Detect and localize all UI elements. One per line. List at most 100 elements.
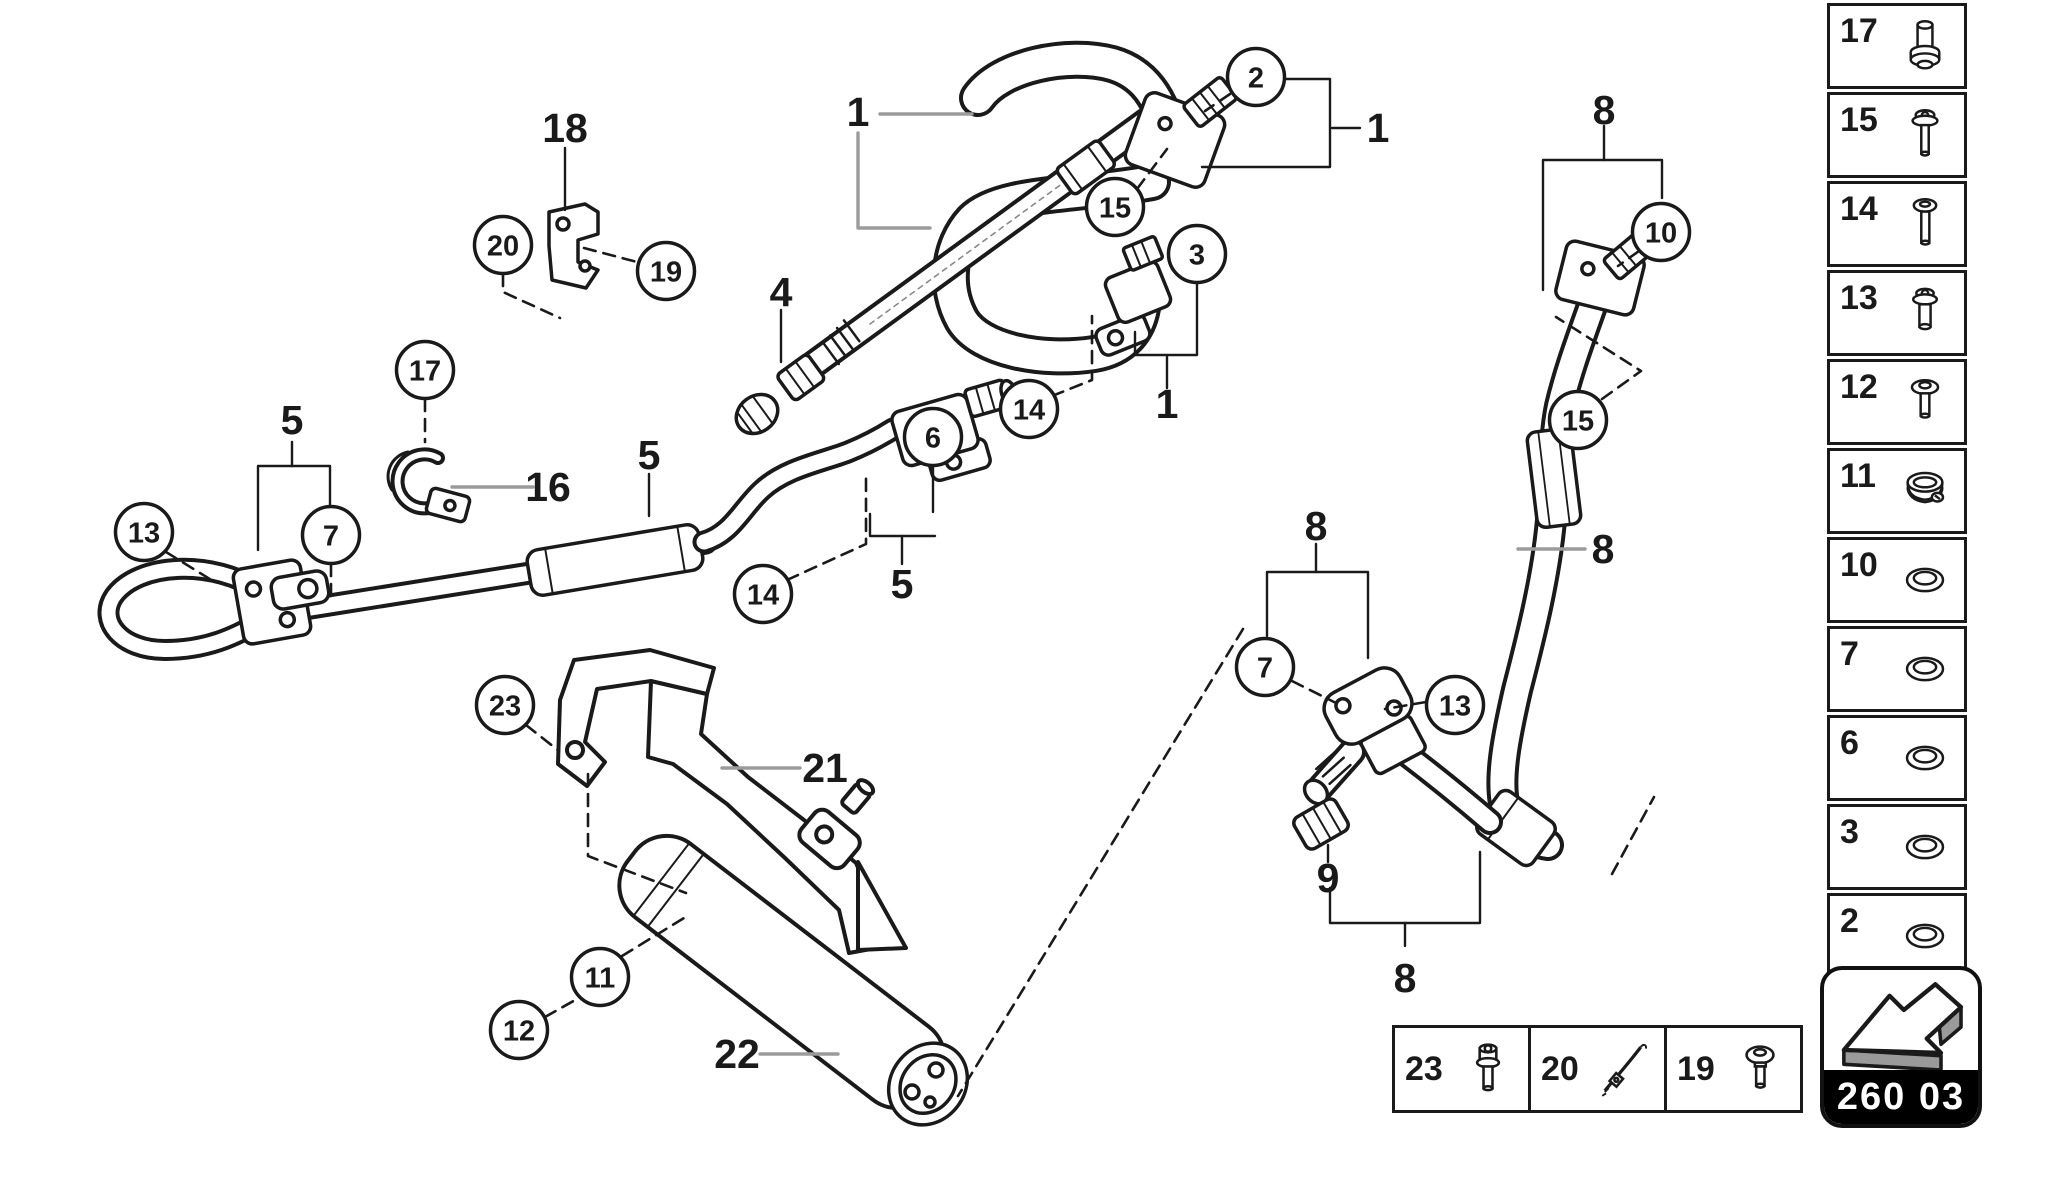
- parts-list-item-17[interactable]: 17: [1827, 3, 1967, 89]
- callout-number: 7: [323, 521, 339, 553]
- legend-item-23[interactable]: 23: [1395, 1028, 1531, 1110]
- part-number: 19: [1677, 1050, 1715, 1088]
- callout-circle: [1547, 389, 1609, 451]
- section-badge[interactable]: 260 03: [1820, 966, 1982, 1128]
- callout-circle: [488, 999, 550, 1061]
- cable-tie-icon: [1592, 1034, 1656, 1104]
- part-label-1[interactable]: 1: [1156, 381, 1179, 427]
- leader-line: [1328, 850, 1482, 925]
- leader-line: [1050, 314, 1094, 398]
- part-label-9[interactable]: 9: [1317, 855, 1340, 901]
- leader-line: [956, 627, 1245, 1098]
- callout-number: 14: [1013, 395, 1045, 427]
- part-label-8[interactable]: 8: [1305, 503, 1328, 549]
- callout-14[interactable]: 14: [998, 378, 1060, 440]
- part-label-18[interactable]: 18: [542, 105, 588, 151]
- part-number: 12: [1840, 368, 1878, 406]
- parts-list-item-3[interactable]: 3: [1827, 804, 1967, 890]
- callout-circle: [998, 378, 1060, 440]
- part-number: 20: [1541, 1050, 1579, 1088]
- pan-screw-short-icon: [1894, 369, 1956, 435]
- leader-line: [586, 772, 688, 895]
- part-number: 10: [1840, 546, 1878, 584]
- callout-number: 14: [747, 580, 779, 612]
- part-label-5[interactable]: 5: [891, 561, 914, 607]
- leader-lines: [164, 77, 1664, 1098]
- callout-23[interactable]: 23: [474, 674, 536, 736]
- callout-6[interactable]: 6: [902, 406, 964, 468]
- leader-line: [1133, 281, 1199, 357]
- parts-list-item-7[interactable]: 7: [1827, 626, 1967, 712]
- callout-13[interactable]: 13: [113, 501, 175, 563]
- parts-list-item-12[interactable]: 12: [1827, 359, 1967, 445]
- parts-list-item-11[interactable]: 11: [1827, 448, 1967, 534]
- direction-arrow-icon: [1841, 982, 1964, 1070]
- part-number: 11: [1840, 457, 1876, 495]
- callout-number: 10: [1645, 218, 1677, 250]
- part-label-22[interactable]: 22: [714, 1031, 760, 1077]
- callout-13[interactable]: 13: [1424, 674, 1486, 736]
- callout-number: 12: [503, 1016, 535, 1048]
- callout-12[interactable]: 12: [488, 999, 550, 1061]
- callout-7[interactable]: 7: [300, 504, 362, 566]
- section-code: 260 03: [1824, 1070, 1978, 1124]
- parts-list-item-6[interactable]: 6: [1827, 715, 1967, 801]
- parts-list-item-15[interactable]: 15: [1827, 92, 1967, 178]
- callout-circle: [569, 946, 631, 1008]
- part-label-21[interactable]: 21: [802, 745, 848, 791]
- leader-line: [1135, 147, 1169, 191]
- pipe-assembly-5: [97, 378, 1018, 661]
- part-label-16[interactable]: 16: [525, 464, 571, 510]
- leader-line: [1290, 679, 1338, 705]
- leader-line: [1200, 77, 1332, 169]
- callout-15[interactable]: 15: [1084, 176, 1146, 238]
- leader-line: [582, 246, 639, 264]
- part-label-1[interactable]: 1: [1367, 105, 1390, 151]
- callout-circle: [300, 504, 362, 566]
- part-number: 2: [1840, 902, 1859, 940]
- fastener-legend: 23 20 19: [1392, 1025, 1803, 1113]
- legend-item-20[interactable]: 20: [1531, 1028, 1667, 1110]
- part-label-5[interactable]: 5: [281, 397, 304, 443]
- callout-number: 15: [1099, 193, 1131, 225]
- leader-line: [1541, 158, 1664, 292]
- callout-7[interactable]: 7: [1234, 636, 1296, 698]
- callout-14[interactable]: 14: [732, 563, 794, 625]
- leader-line: [1610, 795, 1656, 876]
- callout-circle: [1084, 176, 1146, 238]
- o-ring-icon: [1894, 547, 1956, 613]
- part-label-5[interactable]: 5: [638, 432, 661, 478]
- callout-number: 2: [1248, 63, 1264, 95]
- parts-list-item-2[interactable]: 2: [1827, 893, 1967, 979]
- pan-screw-long-icon: [1894, 191, 1956, 257]
- callout-15[interactable]: 15: [1547, 389, 1609, 451]
- part-number: 14: [1840, 190, 1878, 228]
- leader-line: [1203, 92, 1232, 113]
- parts-list-item-10[interactable]: 10: [1827, 537, 1967, 623]
- leader-line: [868, 512, 937, 538]
- part-label-4[interactable]: 4: [770, 269, 793, 315]
- callout-3[interactable]: 3: [1166, 223, 1228, 285]
- parts-list-item-14[interactable]: 14: [1827, 181, 1967, 267]
- callout-11[interactable]: 11: [569, 946, 631, 1008]
- leader-line: [543, 997, 579, 1019]
- callout-20[interactable]: 20: [472, 214, 534, 276]
- callout-10[interactable]: 10: [1630, 201, 1692, 263]
- leader-line: [856, 131, 932, 230]
- legend-item-19[interactable]: 19: [1667, 1028, 1800, 1110]
- part-label-8[interactable]: 8: [1592, 526, 1615, 572]
- leader-line: [785, 470, 868, 582]
- callout-17[interactable]: 17: [394, 339, 456, 401]
- callout-circle: [732, 563, 794, 625]
- callout-2[interactable]: 2: [1225, 46, 1287, 108]
- part-number: 23: [1405, 1050, 1443, 1088]
- part-label-1[interactable]: 1: [847, 89, 870, 135]
- hose-clamp-icon: [1894, 458, 1956, 524]
- callout-19[interactable]: 19: [635, 240, 697, 302]
- callout-circle: [1225, 46, 1287, 108]
- part-label-8[interactable]: 8: [1394, 955, 1417, 1001]
- part-label-8[interactable]: 8: [1593, 87, 1616, 133]
- parts-list-item-13[interactable]: 13: [1827, 270, 1967, 356]
